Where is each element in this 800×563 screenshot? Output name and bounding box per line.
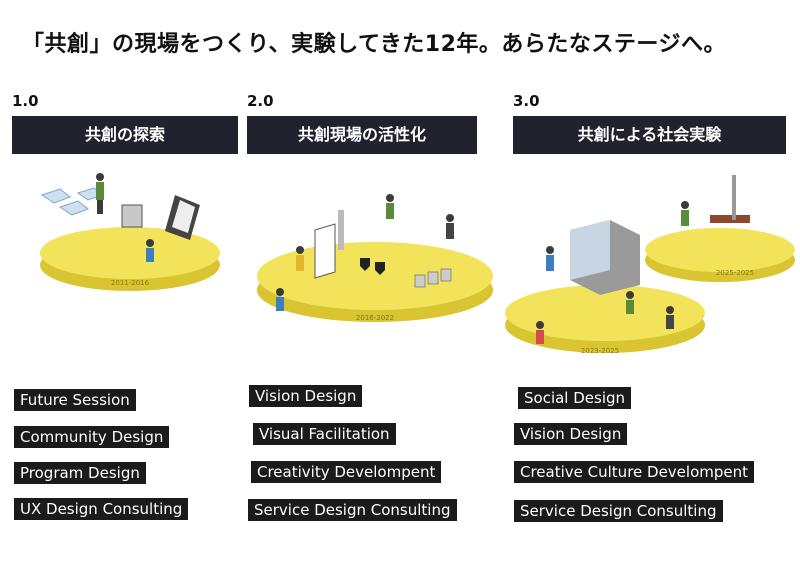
page-headline: 「共創」の現場をつくり、実験してきた12年。あらたなステージへ。 bbox=[22, 32, 726, 57]
stage-1-title: 共創の探索 bbox=[12, 116, 238, 154]
stage-2-tag: Service Design Consulting bbox=[248, 499, 457, 521]
stage-2-illustration: 2016-2022 bbox=[257, 194, 493, 322]
stage-3-illustration: 2025-2025 2023-2025 bbox=[505, 175, 795, 355]
stage-2-tag: Visual Facilitation bbox=[253, 423, 396, 445]
stage-3-version: 3.0 bbox=[513, 92, 540, 110]
stage-3-years-front: 2023-2025 bbox=[581, 347, 619, 355]
stage-3-tag: Creative Culture Develompent bbox=[514, 461, 755, 483]
stage-1-version: 1.0 bbox=[12, 92, 39, 110]
stage-1-tag: Community Design bbox=[14, 426, 170, 448]
stage-1-tag: Program Design bbox=[14, 462, 146, 484]
stage-2-header: 2.0 共創現場の活性化 bbox=[247, 92, 479, 154]
stage-2-version: 2.0 bbox=[247, 92, 274, 110]
stage-1-header: 1.0 共創の探索 bbox=[12, 92, 244, 154]
stage-1-tag: UX Design Consulting bbox=[14, 498, 189, 520]
stage-1-years: 2011-2016 bbox=[111, 279, 150, 287]
stage-3-tag: Vision Design bbox=[514, 423, 628, 445]
stage-3-tag: Social Design bbox=[518, 387, 632, 409]
stage-1-tag: Future Session bbox=[14, 389, 136, 411]
stage-3-tag: Service Design Consulting bbox=[514, 500, 723, 522]
stage-2-tag: Creativity Develompent bbox=[251, 461, 442, 483]
stage-3-header: 3.0 共創による社会実験 bbox=[513, 92, 786, 154]
stage-2-title: 共創現場の活性化 bbox=[247, 116, 477, 154]
stage-2-years: 2016-2022 bbox=[356, 314, 394, 322]
stage-3-years-back: 2025-2025 bbox=[716, 269, 754, 277]
stage-2-tag: Vision Design bbox=[249, 385, 363, 407]
stage-1-illustration: 2011-2016 bbox=[40, 173, 220, 291]
stage-3-title: 共創による社会実験 bbox=[513, 116, 786, 154]
